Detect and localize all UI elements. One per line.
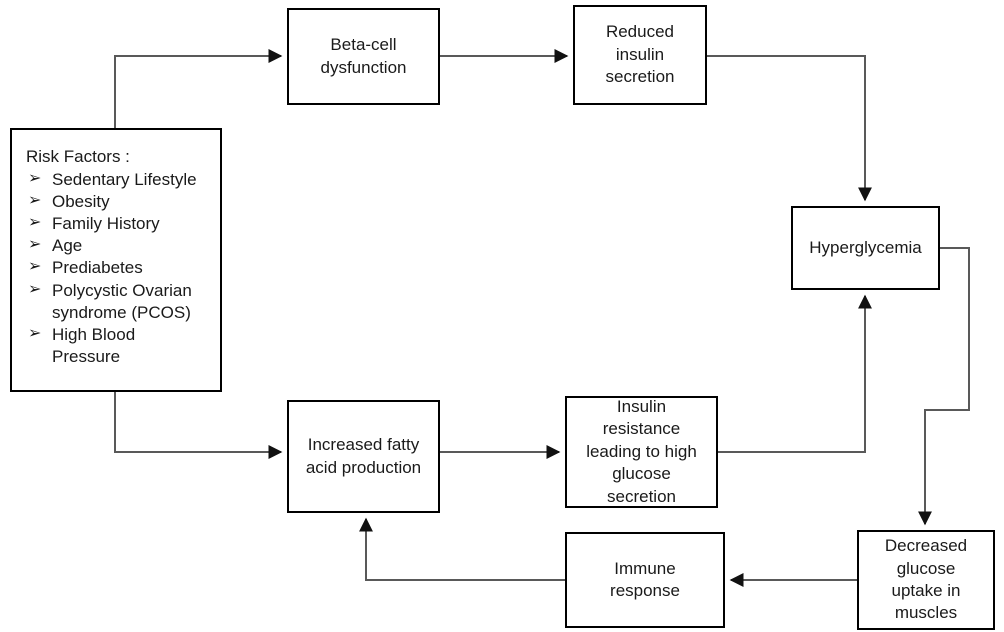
node-insulin-resistance[interactable]: Insulin resistance leading to high gluco… <box>565 396 718 508</box>
arrow-bullet-icon: ➢ <box>28 214 42 232</box>
risk-factors-list: ➢ Sedentary Lifestyle ➢ Obesity ➢ Family Hi… <box>26 169 197 368</box>
list-item-label: Family History <box>52 214 160 234</box>
node-increased-fatty-acid-production[interactable]: Increased fatty acid production <box>287 400 440 513</box>
arrow-bullet-icon: ➢ <box>28 324 42 342</box>
list-item: ➢ Polycystic Ovarian syndrome (PCOS) <box>26 280 197 324</box>
node-immune-response[interactable]: Immune response <box>565 532 725 628</box>
node-decreased-glucose-uptake[interactable]: Decreased glucose uptake in muscles <box>857 530 995 630</box>
edge-insulin-resistance-to-hyperglycemia <box>718 294 872 453</box>
edge-reduced-insulin-to-hyperglycemia <box>707 55 872 202</box>
arrow-bullet-icon: ➢ <box>28 170 42 188</box>
arrow-bullet-icon: ➢ <box>28 258 42 276</box>
node-label: Immune response <box>610 558 680 600</box>
edge-immune-response-to-fatty-acid <box>359 517 565 581</box>
list-item-label: Sedentary Lifestyle <box>52 170 197 190</box>
node-risk-factors[interactable]: Risk Factors : ➢ Sedentary Lifestyle ➢ Obe… <box>10 128 222 392</box>
risk-factors-title: Risk Factors : <box>26 147 130 166</box>
arrow-bullet-icon: ➢ <box>28 236 42 254</box>
node-beta-cell-dysfunction[interactable]: Beta-cell dysfunction <box>287 8 440 105</box>
list-item: ➢ Sedentary Lifestyle <box>26 169 197 191</box>
arrow-bullet-icon: ➢ <box>28 192 42 210</box>
node-label: Insulin resistance leading to high gluco… <box>586 396 697 506</box>
node-label: Increased fatty acid production <box>305 435 422 477</box>
list-item-label: Prediabetes <box>52 258 143 278</box>
node-label: Decreased glucose uptake in muscles <box>884 536 968 623</box>
node-hyperglycemia[interactable]: Hyperglycemia <box>791 206 940 290</box>
list-item: ➢ Prediabetes <box>26 257 197 279</box>
list-item: ➢ Obesity <box>26 191 197 213</box>
node-label: Reduced insulin secretion <box>605 22 675 87</box>
list-item-label: Age <box>52 236 83 256</box>
list-item: ➢ High Blood Pressure <box>26 324 197 368</box>
node-label: Beta-cell dysfunction <box>320 35 407 77</box>
list-item-label: High Blood Pressure <box>52 324 136 366</box>
list-item-label: Obesity <box>52 192 110 212</box>
list-item-label: Polycystic Ovarian syndrome (PCOS) <box>52 280 192 322</box>
list-item: ➢ Family History <box>26 213 197 235</box>
edge-risk-to-beta-cell <box>114 49 283 128</box>
node-reduced-insulin-secretion[interactable]: Reduced insulin secretion <box>573 5 707 105</box>
arrow-bullet-icon: ➢ <box>28 280 42 298</box>
edge-risk-to-fatty-acid <box>114 392 283 459</box>
list-item: ➢ Age <box>26 235 197 257</box>
node-label: Hyperglycemia <box>809 237 922 257</box>
